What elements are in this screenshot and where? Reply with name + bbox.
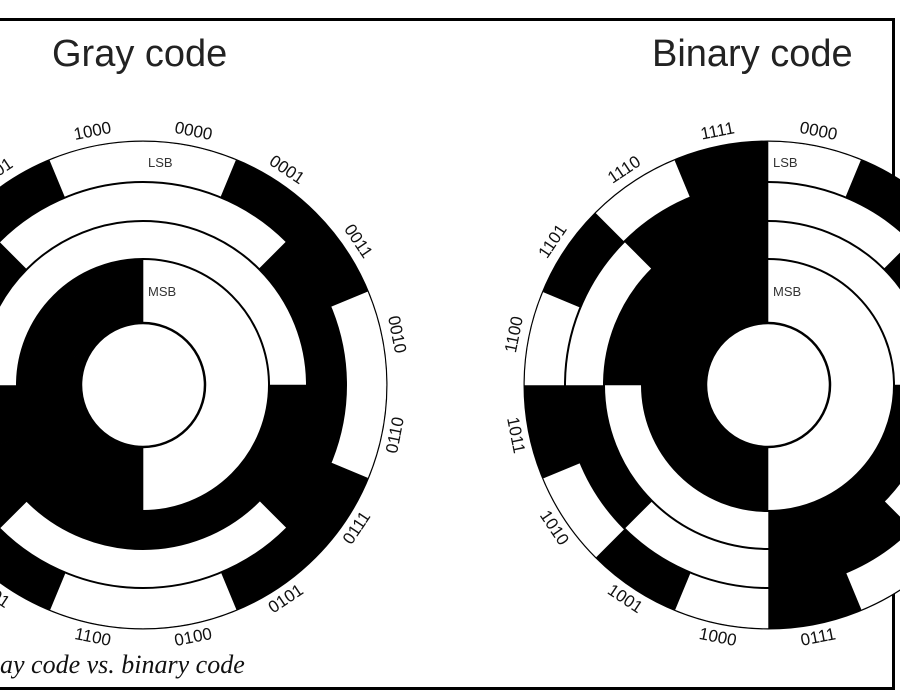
binary-hub [704, 321, 832, 449]
gray-msb-label: MSB [148, 284, 176, 299]
gray-ring-divider [0, 181, 347, 589]
binary-code-label: 1111 [699, 118, 736, 143]
binary-ring-divider [603, 220, 900, 550]
binary-code-label: 0000 [798, 118, 839, 144]
figure-caption: ay code vs. binary code [0, 650, 245, 679]
gray-ring-divider [16, 258, 270, 512]
gray-code-label: 0000 [173, 118, 214, 144]
binary-msb-label: MSB [773, 284, 801, 299]
gray-hub [79, 321, 207, 449]
gray-code-label: 0100 [173, 624, 214, 650]
binary-code-label: 0111 [799, 624, 837, 650]
binary-ring-divider [641, 258, 895, 512]
binary-code-label: 1100 [501, 315, 527, 355]
gray-code-label: 1100 [73, 624, 113, 650]
binary-code-label: 00 [899, 156, 900, 182]
gray-code-title: Gray code [52, 33, 228, 75]
binary-code-title: Binary code [652, 33, 853, 75]
binary-code-label: 1000 [697, 624, 738, 650]
binary-code-wheel: LSBMSB0000000101111000100110101011110011… [501, 118, 900, 650]
gray-code-label: 0110 [382, 415, 408, 455]
gray-ring-divider [0, 220, 308, 550]
gray-code-label: 0010 [384, 314, 410, 355]
gray-code-label: 1000 [72, 118, 113, 144]
binary-lsb-label: LSB [773, 155, 798, 170]
gray-lsb-label: LSB [148, 155, 173, 170]
binary-code-label: 1011 [503, 415, 529, 455]
binary-code-label: 01 [898, 586, 900, 612]
gray-code-wheel: LSBMSB0000000100110010011001110101010011… [0, 118, 410, 650]
binary-ring-divider [564, 181, 900, 589]
